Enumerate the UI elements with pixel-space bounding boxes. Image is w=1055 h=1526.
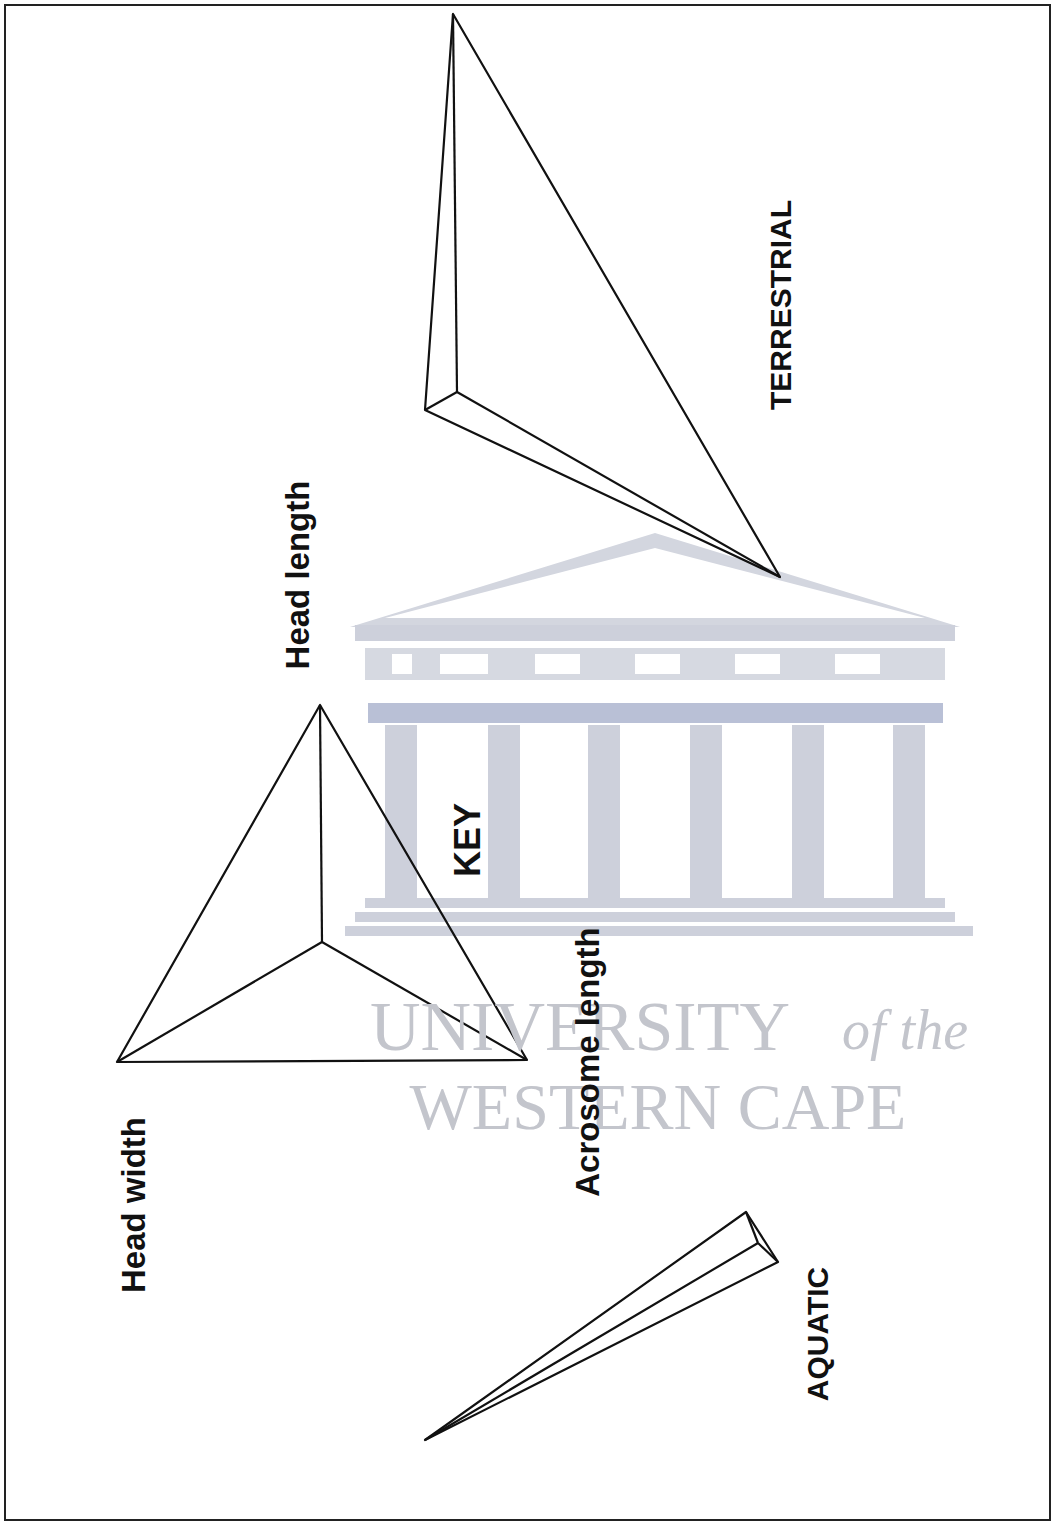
axis-label: Acrosome length [571, 927, 604, 1197]
watermark-text: WESTERN CAPE [410, 1074, 907, 1140]
terrestrial-star-plot [425, 14, 780, 577]
axis-label: Head width [117, 1117, 150, 1293]
key-label: KEY [450, 803, 486, 877]
aquatic-star-plot [425, 1212, 778, 1440]
frame [5, 5, 1050, 1520]
group-label: TERRESTRIAL [766, 200, 796, 410]
watermark-text: of the [842, 1002, 968, 1058]
watermark-building [345, 533, 973, 936]
axis-label: Head length [281, 481, 314, 670]
group-label: AQUATIC [803, 1267, 833, 1401]
